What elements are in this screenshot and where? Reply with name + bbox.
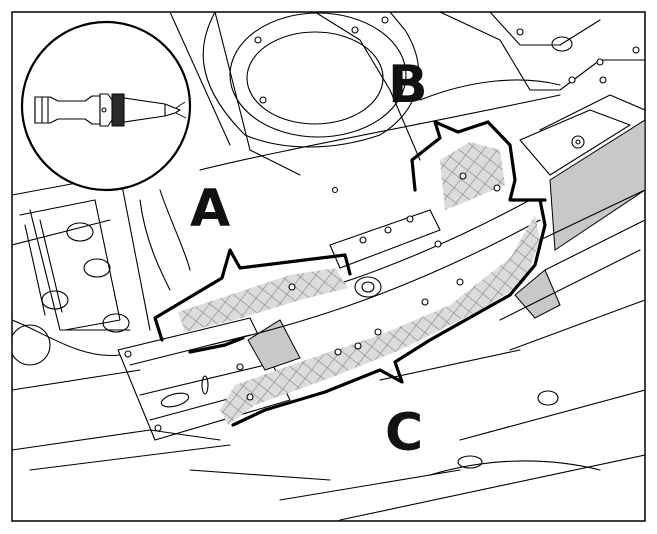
sealing-zones — [178, 142, 540, 425]
sealing-zone-a — [178, 268, 348, 332]
callout-outline-b — [410, 120, 547, 202]
diagram-frame — [11, 11, 646, 522]
sealant-nozzle-icon — [34, 93, 187, 127]
sealing-zone-b — [440, 142, 505, 210]
vehicle-underbody-line-art — [12, 12, 645, 521]
inset-detail — [20, 20, 192, 192]
callout-label-a: A — [190, 179, 230, 239]
callout-outline-a — [153, 248, 352, 342]
callout-label-b: B — [388, 55, 428, 115]
sealing-zone-c — [220, 215, 540, 425]
callout-outlines — [153, 120, 547, 427]
callout-label-c: C — [385, 403, 423, 463]
callout-outline-c — [188, 198, 547, 427]
